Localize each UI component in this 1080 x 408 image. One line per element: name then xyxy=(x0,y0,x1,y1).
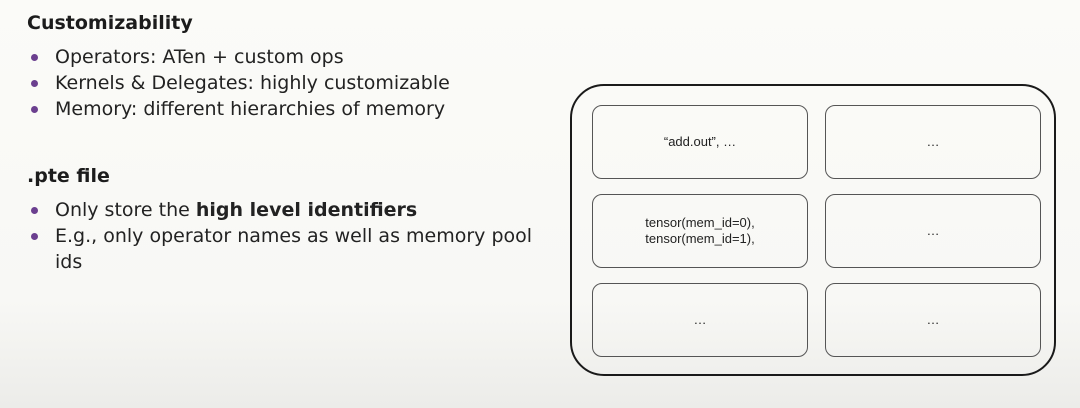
list-item-text: Memory: different hierarchies of memory xyxy=(55,98,446,120)
list-item-text: E.g., only operator names as well as mem… xyxy=(55,225,533,273)
pte-file-list: Only store the high level identifiers E.… xyxy=(27,197,547,275)
list-item: Operators: ATen + custom ops xyxy=(27,44,450,70)
list-item: E.g., only operator names as well as mem… xyxy=(27,223,547,275)
bullet-dot-icon xyxy=(31,106,38,113)
list-item-text: Operators: ATen + custom ops xyxy=(55,46,344,68)
list-item: Kernels & Delegates: highly customizable xyxy=(27,70,450,96)
pte-diagram: “add.out”, … … tensor(mem_id=0), tensor(… xyxy=(570,84,1056,376)
list-item-text: Only store the xyxy=(55,199,196,221)
diagram-cell: … xyxy=(825,194,1041,268)
bullet-dot-icon xyxy=(31,54,38,61)
bullet-dot-icon xyxy=(31,80,38,87)
list-item-bold-text: high level identifiers xyxy=(195,199,418,221)
list-item: Only store the high level identifiers xyxy=(27,197,547,223)
list-item-text: Kernels & Delegates: highly customizable xyxy=(55,72,450,94)
diagram-cell: … xyxy=(825,105,1041,179)
diagram-cell: … xyxy=(825,283,1041,357)
pte-file-heading: .pte file xyxy=(27,165,110,187)
bullet-dot-icon xyxy=(31,233,38,240)
customizability-heading: Customizability xyxy=(27,12,193,34)
diagram-cell: … xyxy=(592,283,808,357)
customizability-list: Operators: ATen + custom ops Kernels & D… xyxy=(27,44,450,122)
list-item: Memory: different hierarchies of memory xyxy=(27,96,450,122)
diagram-cell-tensors: tensor(mem_id=0), tensor(mem_id=1), xyxy=(592,194,808,268)
diagram-cell-operator: “add.out”, … xyxy=(592,105,808,179)
bullet-dot-icon xyxy=(31,207,38,214)
